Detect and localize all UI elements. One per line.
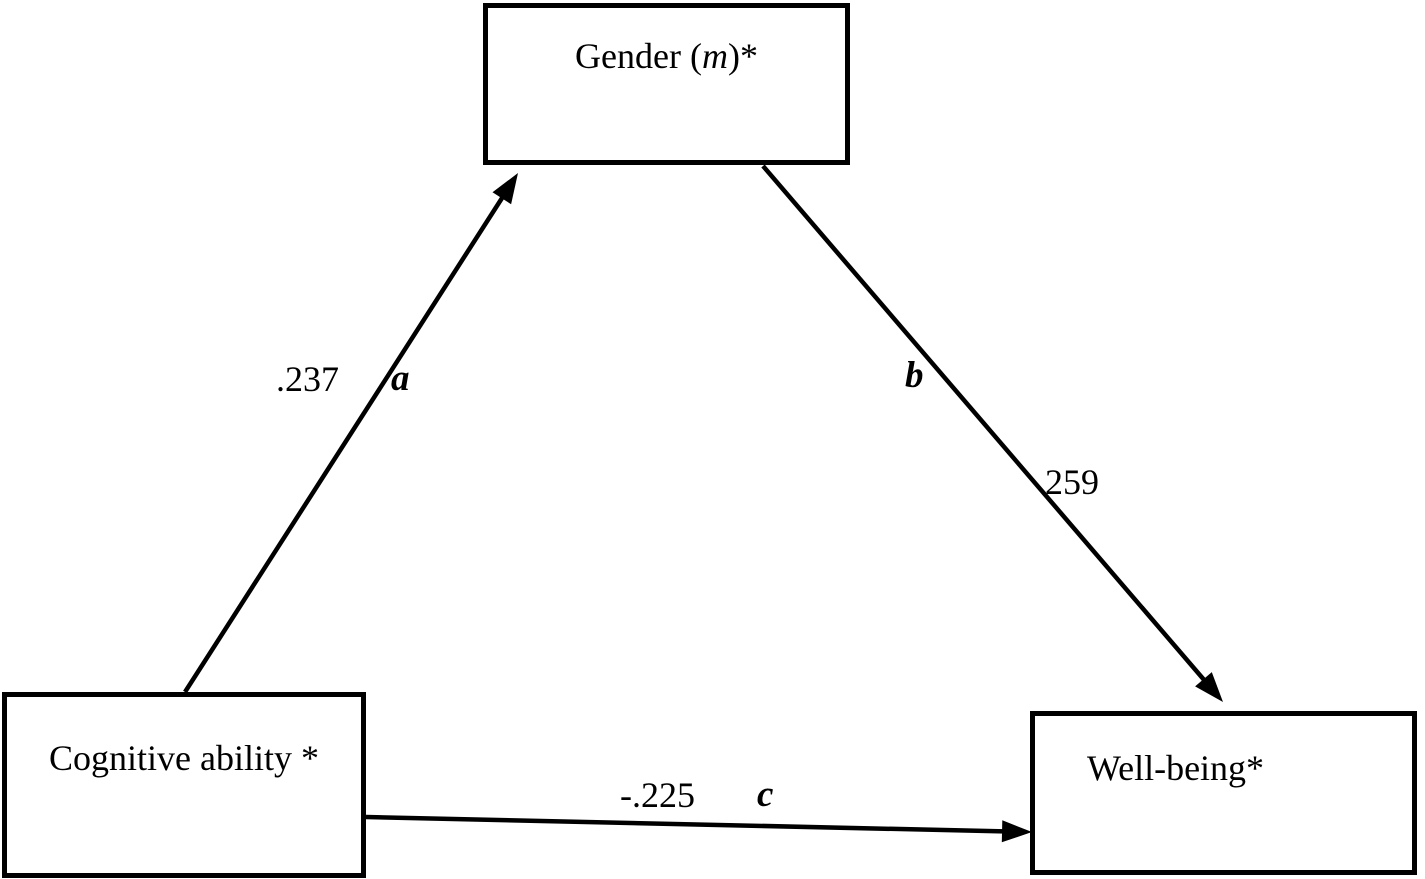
node-gender-label-suffix: )* (727, 36, 758, 76)
path-b-coefficient: 259 (1045, 462, 1099, 502)
path-b-letter: b (905, 355, 924, 396)
node-gender-label-variable: m (701, 36, 728, 76)
node-gender-label: Gender (m)* (575, 36, 758, 76)
path-a-line (183, 195, 505, 694)
node-well-being-label: Well-being* (1087, 748, 1265, 788)
path-a-arrow (183, 173, 518, 694)
path-c-arrow (365, 814, 1032, 843)
node-well-being-box: Well-being* (1030, 711, 1417, 875)
path-c-line (365, 814, 1005, 834)
path-c-arrowhead-icon (1001, 820, 1032, 843)
node-gender-label-prefix: Gender ( (575, 36, 702, 76)
path-a-coefficient: .237 (276, 359, 339, 399)
node-cognitive-ability-label: Cognitive ability * (49, 738, 319, 778)
path-b-line (761, 164, 1207, 683)
path-b-arrow (761, 164, 1223, 702)
path-a-arrowhead-icon (492, 173, 518, 205)
path-c-coefficient: -.225 (620, 775, 695, 815)
path-a-letter: a (391, 358, 410, 399)
path-b-arrowhead-icon (1195, 672, 1223, 702)
path-c-letter: c (757, 774, 774, 815)
node-cognitive-ability-box: Cognitive ability * (2, 692, 366, 878)
node-gender-box: Gender (m)* (483, 3, 850, 165)
